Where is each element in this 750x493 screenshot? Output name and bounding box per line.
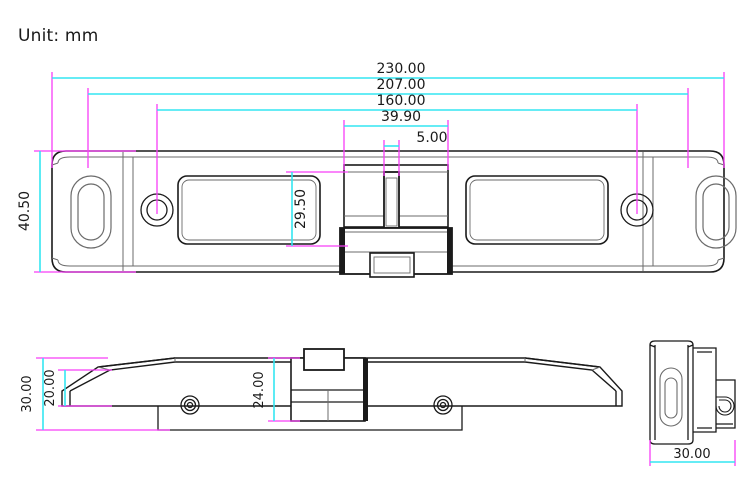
- dimension-text-5: 5.00: [416, 130, 447, 146]
- bottom-view-dimensions: 30.00 20.00 24.00: [20, 357, 300, 431]
- right-pocket: [465, 175, 609, 245]
- side-rear-block: [693, 347, 736, 433]
- center-bracket: [339, 164, 453, 278]
- dimension-text-24: 24.00: [252, 371, 267, 408]
- side-view: [649, 340, 736, 445]
- dimension-lines-bottom: [42, 358, 275, 430]
- side-slot: [659, 367, 683, 427]
- dimension-text-230: 230.00: [377, 61, 426, 77]
- side-body-outline: [649, 340, 694, 445]
- bottom-right-screw: [433, 395, 453, 415]
- dimension-text-30-depth: 30.00: [20, 375, 35, 412]
- extension-lines-front: [34, 72, 725, 273]
- right-slot: [695, 175, 737, 249]
- dimension-text-207: 207.00: [377, 77, 426, 93]
- left-slot: [70, 175, 112, 249]
- dimension-text-29-50: 29.50: [293, 189, 309, 229]
- front-view: [51, 150, 737, 278]
- side-view-dimensions: 30.00: [649, 440, 736, 466]
- bottom-view: [61, 348, 623, 431]
- dimension-text-30-width: 30.00: [673, 447, 710, 462]
- dimension-lines-front: [39, 77, 724, 272]
- dimension-text-40-50: 40.50: [17, 191, 33, 231]
- dimension-text-20: 20.00: [43, 369, 58, 406]
- dimension-text-39-90: 39.90: [381, 109, 421, 125]
- bottom-center-bracket: [290, 348, 368, 422]
- extension-lines-bottom: [36, 357, 300, 431]
- left-pocket: [177, 175, 321, 245]
- bottom-left-screw: [180, 395, 200, 415]
- side-boss: [715, 396, 735, 416]
- dimension-text-160: 160.00: [377, 93, 426, 109]
- unit-label: Unit: mm: [18, 26, 99, 46]
- bottom-base-rail: [157, 406, 463, 431]
- front-view-dimensions: 230.00 207.00 160.00 39.90 5.00 40.50 29…: [17, 61, 725, 273]
